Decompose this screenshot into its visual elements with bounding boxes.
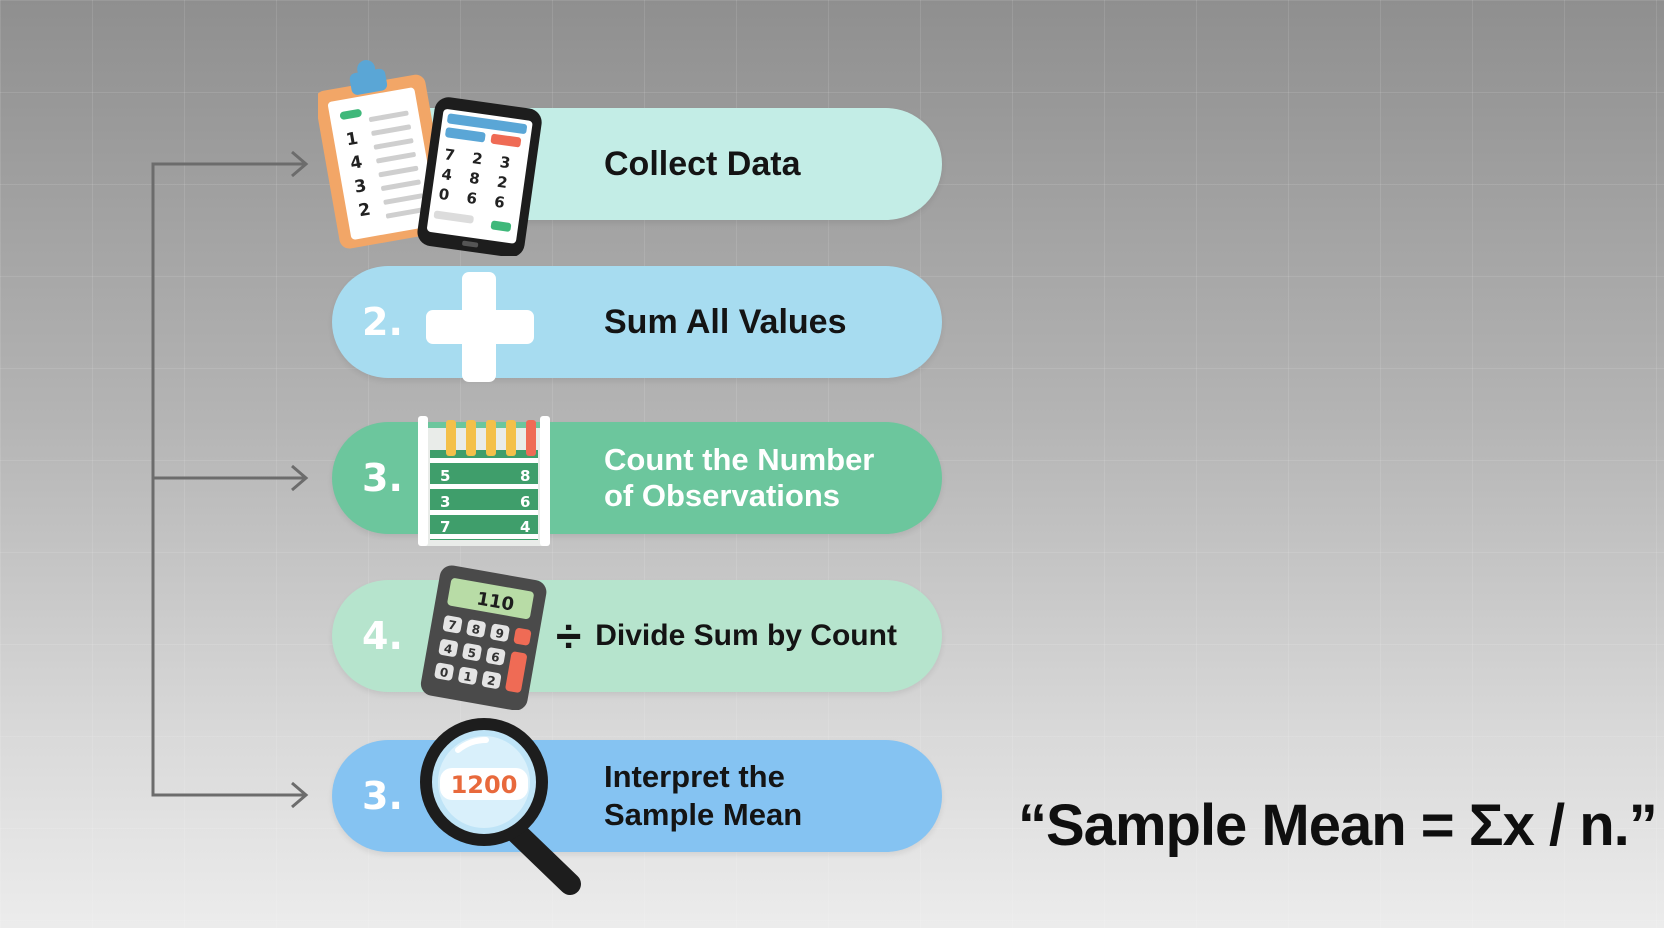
abacus-number: 4 [520,518,530,536]
step-label-line: Sample Mean [604,797,803,832]
tablet-number: 0 [438,185,451,204]
step-label: Collect Data [604,144,801,183]
calculator-icon: 110 7 8 9 4 5 6 0 1 2 [420,565,547,710]
tablet-number: 8 [468,169,481,188]
step-label: ÷ Divide Sum by Count [556,580,897,692]
clipboard-number: 4 [349,152,364,174]
tablet-number: 6 [493,193,506,212]
step-label: Count the Number of Observations [604,422,874,534]
abacus-number: 8 [520,467,530,485]
abacus-number: 7 [440,518,450,536]
arrow-head-2 [291,464,309,492]
magnifier-value: 1200 [451,771,518,799]
step-number: 2. [362,300,403,344]
abacus-number: 5 [440,467,450,485]
tablet-number: 2 [471,149,484,168]
step-number: 4. [362,614,403,658]
calculator-key: 9 [494,626,505,641]
divide-symbol-icon: ÷ [556,610,582,662]
calculator-key: 7 [447,618,458,633]
step-label-line: Count the Number [604,442,875,477]
abacus-number: 3 [440,493,450,511]
step-label-line: Interpret the [604,759,785,794]
calculator-key: 8 [471,622,482,637]
calculator-key: 4 [443,641,454,656]
tablet-number: 4 [440,165,453,184]
formula-caption: “Sample Mean = Σx / n.” [1018,793,1658,858]
calculator-key: 2 [486,673,497,688]
calculator-key: 6 [490,650,501,665]
abacus-icon: 5 8 3 6 7 4 [418,416,550,546]
step-label: Sum All Values [604,302,847,341]
step-number: 3. [362,774,403,818]
clipboard-number: 1 [345,129,360,151]
arrow-head-1 [291,150,309,178]
clipboard-tablet-icon: 1 4 3 2 7 2 3 4 8 2 0 6 6 [318,60,542,256]
arrow-head-3 [291,781,309,809]
abacus-number: 6 [520,493,530,511]
plus-icon [426,272,534,382]
tablet-number: 3 [499,153,512,172]
step-label-text: Divide Sum by Count [595,619,897,652]
tablet-number: 2 [496,173,509,192]
clipboard-number: 3 [353,176,368,198]
calculator-key: 0 [439,665,450,680]
calculator-key: 5 [467,646,478,661]
tablet-number: 7 [443,145,456,164]
step-label: Interpret the Sample Mean [604,740,802,852]
step-label-line: of Observations [604,478,840,513]
clipboard-number: 2 [357,200,372,222]
magnifying-glass-icon: 1200 [420,718,581,895]
step-number: 3. [362,456,403,500]
calculator-key: 1 [462,669,473,684]
tablet-number: 6 [465,189,478,208]
